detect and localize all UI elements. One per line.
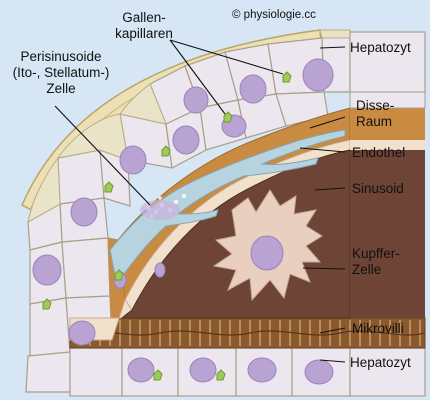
hepatocyte-columns	[27, 29, 351, 223]
label-hepatozyt-top: Hepatozyt	[350, 40, 411, 55]
label-gallenkapillaren-line2: kapillaren	[115, 26, 173, 41]
label-kupffer-line1: Kupffer-	[352, 246, 400, 261]
label-perisinusoide-line1: Perisinusoide	[20, 49, 102, 64]
hepatocyte-right-2	[349, 91, 426, 109]
label-kupffer-line2: Zelle	[352, 262, 382, 277]
leader-lines	[54, 39, 346, 363]
nuclei	[32, 58, 334, 385]
copyright-text: © physiologie.cc	[232, 9, 316, 21]
label-perisinusoide-line2: (Ito-, Stellatum-)	[12, 65, 110, 80]
label-hepatozyt-bottom: Hepatozyt	[350, 355, 411, 370]
label-kupffer-zelle: Kupffer- Zelle	[352, 246, 400, 278]
stellate-cell	[109, 129, 346, 292]
label-mikrovilli: Mikrovilli	[352, 321, 404, 336]
hepatocyte-right	[349, 31, 426, 93]
endothel-right	[350, 140, 425, 150]
label-disse-line1: Disse-	[356, 98, 395, 113]
label-sinusoid: Sinusoid	[352, 181, 404, 196]
label-gallenkapillaren: Gallen- kapillaren	[108, 10, 180, 42]
hepatocyte-bottom	[69, 347, 426, 397]
label-disse-line2: Raum	[356, 114, 393, 129]
label-perisinusoide-line3: Zelle	[46, 81, 76, 96]
label-disse-raum: Disse- Raum	[356, 98, 394, 130]
label-perisinusoide-zelle: Perisinusoide (Ito-, Stellatum-) Zelle	[2, 49, 120, 97]
bile-canaliculi	[42, 71, 292, 381]
label-gallenkapillaren-line1: Gallen-	[122, 10, 166, 25]
sinusoid-right	[350, 150, 425, 318]
stellate-nucleus	[140, 200, 180, 220]
disse-right	[350, 108, 425, 140]
label-endothel: Endothel	[352, 145, 406, 160]
microvilli-band	[69, 317, 426, 349]
